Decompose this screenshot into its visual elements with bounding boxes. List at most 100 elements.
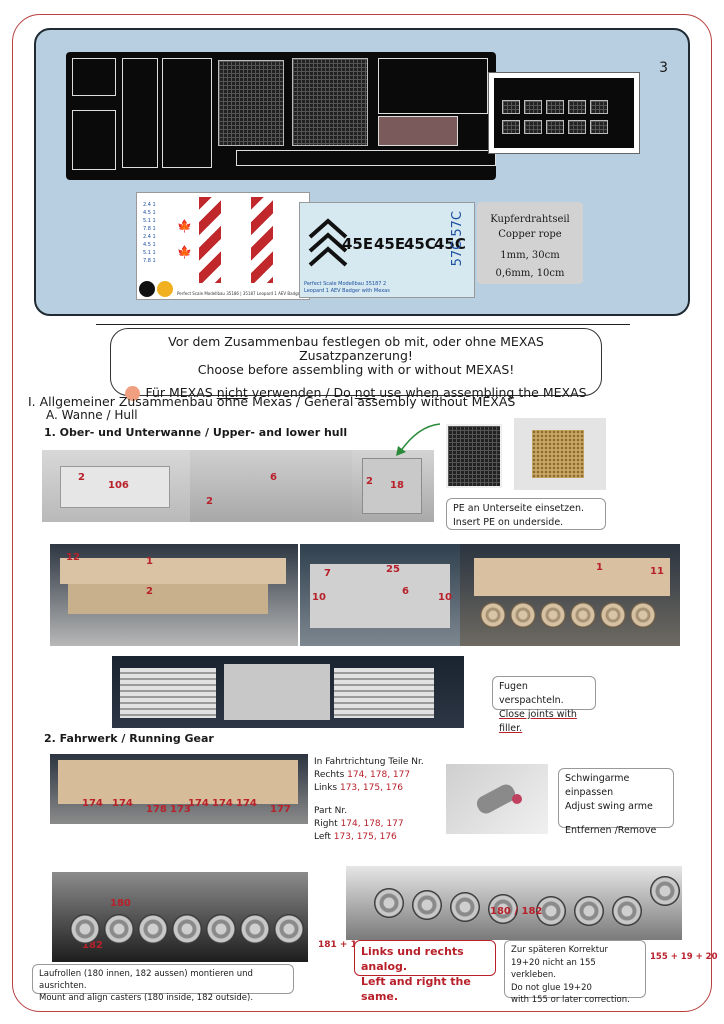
- decal-code: 45C: [434, 235, 466, 253]
- mexas-line-1: Vor dem Zusammenbau festlegen ob mit, od…: [168, 334, 544, 363]
- pe-part: [378, 116, 458, 146]
- wheel-label: 173: [170, 804, 191, 815]
- swing-note-en: Adjust swing arme: [565, 801, 653, 812]
- pe-mesh: [502, 120, 520, 134]
- part-label: 18: [390, 480, 404, 491]
- decal-code: 45C: [404, 235, 436, 253]
- pe-note: PE an Unterseite einsetzen. Insert PE on…: [446, 498, 606, 530]
- hull-photo-3: 2 18: [352, 450, 434, 522]
- road-wheel-icon: [138, 914, 168, 944]
- divider: [96, 324, 630, 325]
- wheel-label: 174: [212, 798, 233, 809]
- pe-mesh-large-1: [292, 58, 368, 146]
- analog-note-de: Links und rechts analog.: [361, 945, 464, 973]
- filler-note-de: Fugen verspachteln.: [499, 681, 564, 706]
- road-wheel-icon: [240, 914, 270, 944]
- copper-spec-2: 0,6mm, 10cm: [495, 268, 565, 279]
- mexas-note: Für MEXAS nicht verwenden / Do not use w…: [111, 386, 601, 401]
- wheel-label: 178: [146, 804, 167, 815]
- part-label: 6: [270, 472, 277, 483]
- road-wheel-icon: [630, 602, 656, 628]
- pe-mesh: [546, 120, 564, 134]
- pe-mesh-large-2: [218, 60, 284, 146]
- step-2-title: 2. Fahrwerk / Running Gear: [44, 732, 214, 745]
- correction-line: Zur späteren Korrektur: [511, 945, 608, 955]
- grille-shape: [120, 668, 216, 718]
- road-wheel-icon: [540, 602, 566, 628]
- part-label: 10: [312, 592, 326, 603]
- road-wheel-icon: [600, 602, 626, 628]
- road-wheel-icon: [374, 888, 404, 918]
- wheel-label: 174: [82, 798, 103, 809]
- photo-etch-fret-small: [488, 72, 640, 154]
- hull-shape: [224, 664, 330, 720]
- road-wheel-icon: [206, 914, 236, 944]
- hull-shape: [310, 564, 450, 628]
- label-181-183: 181 + 183: [318, 940, 370, 950]
- hull-shape: [60, 558, 286, 584]
- correction-line: 19+20 nicht an 155 verkleben.: [511, 957, 596, 981]
- direction-parts-list: In Fahrtrichtung Teile Nr. Rechts 174, 1…: [314, 756, 424, 844]
- part-label: 25: [386, 564, 400, 575]
- maple-leaf-icon: 🍁: [177, 219, 192, 233]
- page-number: 3: [659, 60, 668, 76]
- road-wheel-icon: [70, 914, 100, 944]
- hull-shape: [68, 584, 268, 614]
- pe-part: [122, 58, 158, 168]
- copper-title-en: Copper rope: [498, 229, 562, 240]
- wheel-label: 177: [270, 804, 291, 815]
- road-wheel-icon: [510, 602, 536, 628]
- grille-shape: [334, 668, 434, 718]
- pe-grill: [532, 430, 584, 478]
- decal-a-caption: Perfect Scale Modellbau 35186 | 35187 Le…: [177, 291, 302, 296]
- tactical-sign-icon: [139, 281, 155, 297]
- left-parts-de: Links 173, 175, 176: [314, 783, 403, 793]
- decal-b-caption-1: Perfect Scale Modellbau 35187 2: [304, 281, 387, 287]
- part-label: 6: [402, 586, 409, 597]
- wheel-label: 174: [236, 798, 257, 809]
- part-label: 7: [324, 568, 331, 579]
- road-wheel-icon: [574, 896, 604, 926]
- casters-note-en: Mount and align casters (180 inside, 182…: [39, 993, 254, 1003]
- photo-etch-fret-main: [66, 52, 496, 180]
- hull-part-shape: [60, 466, 170, 508]
- pe-part: [72, 110, 116, 170]
- green-arrow-icon: [396, 423, 441, 456]
- part-label: 10: [438, 592, 452, 603]
- part-label: 12: [66, 552, 80, 563]
- decal-side-code: 57C 57C: [450, 211, 465, 267]
- tactical-sign-icon: [157, 281, 173, 297]
- copper-spec-1: 1mm, 30cm: [500, 250, 560, 261]
- subsection-hull: A. Wanne / Hull: [46, 408, 138, 422]
- remove-note: Entfernen /Remove: [565, 825, 657, 836]
- hull-shape: [474, 558, 670, 596]
- direction-title: In Fahrtrichtung Teile Nr.: [314, 757, 424, 767]
- road-wheel-icon: [650, 876, 680, 906]
- pe-mesh: [590, 120, 608, 134]
- wheel-label: 174: [112, 798, 133, 809]
- hull-part-shape: [362, 458, 422, 514]
- swing-note-de: Schwingarme einpassen: [565, 773, 630, 798]
- pe-mesh: [568, 100, 586, 114]
- right-parts-de: Rechts 174, 178, 177: [314, 770, 411, 780]
- road-wheel-icon: [450, 892, 480, 922]
- road-wheel-icon: [104, 914, 134, 944]
- swing-arm-note: Schwingarme einpassen Adjust swing arme …: [558, 768, 674, 836]
- caster-label: 180: [110, 898, 131, 909]
- label-155-19-20: 155 + 19 + 20: [650, 952, 718, 962]
- hazard-stripe: [199, 197, 221, 283]
- correction-line: Do not glue 19+20: [511, 982, 592, 993]
- pe-part: [72, 58, 116, 96]
- pe-mesh: [524, 100, 542, 114]
- pe-mesh: [502, 100, 520, 114]
- copper-rope-box: Kupferdrahtseil Copper rope 1mm, 30cm 0,…: [477, 202, 583, 284]
- hull-side-photo: 12 1 2: [50, 544, 298, 646]
- filler-note: Fugen verspachteln. Close joints with fi…: [492, 676, 596, 734]
- hull-shape: [58, 760, 298, 804]
- hazard-stripe: [251, 197, 273, 283]
- right-parts-en: Right 174, 178, 177: [314, 819, 404, 829]
- hull-photo-2: 2 6: [190, 450, 352, 522]
- swing-arm-photo: [446, 764, 548, 834]
